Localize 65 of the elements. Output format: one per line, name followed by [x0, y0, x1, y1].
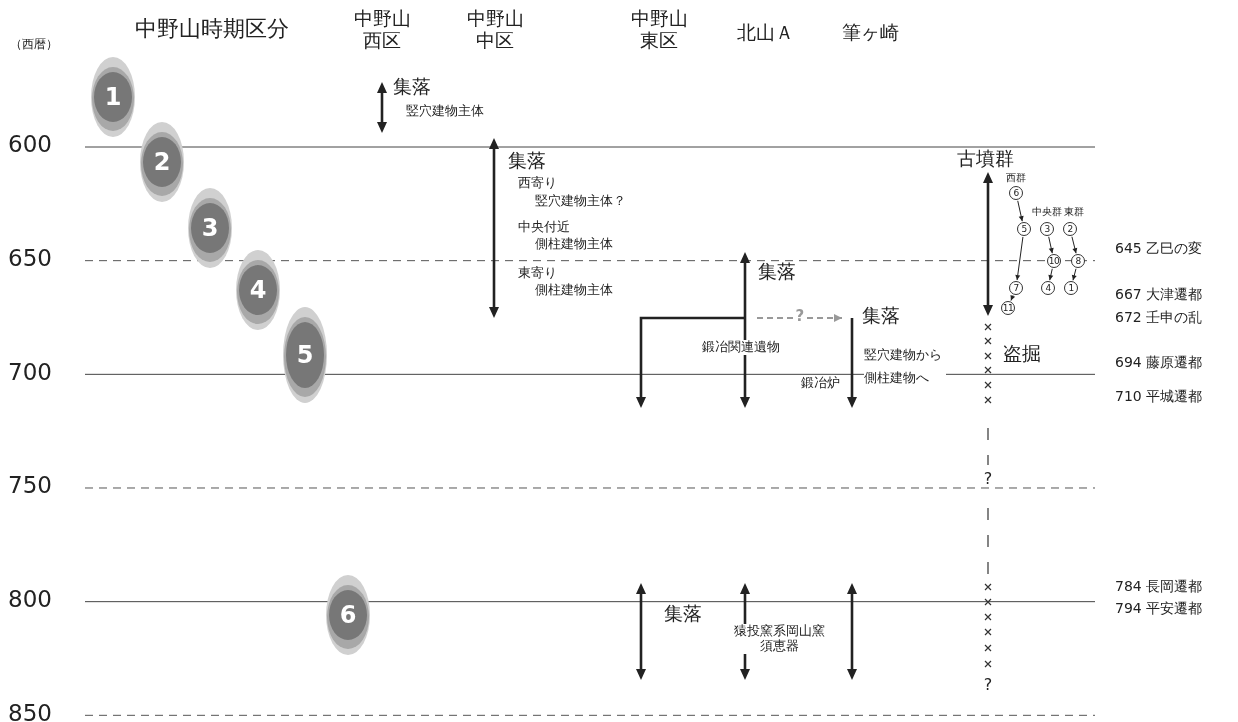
label-text: ? — [983, 470, 993, 489]
label-text: 中央付近 — [518, 220, 570, 235]
label-text: 東寄り — [518, 266, 557, 281]
circled-number: 6 — [1009, 186, 1023, 200]
label-text: （西暦） — [10, 38, 58, 52]
label-text: 650 — [8, 245, 52, 272]
label-text: 鍛冶炉 — [801, 376, 840, 391]
label-text: 側柱建物主体 — [535, 283, 613, 298]
label-text: ? — [983, 676, 993, 695]
label-text: 集落 — [758, 261, 796, 283]
label-text: 784 長岡遷都 — [1115, 578, 1203, 595]
circled-number: 4 — [1041, 281, 1055, 295]
label-text: 鍛冶関連遺物 — [702, 340, 780, 355]
arrow — [1010, 294, 1016, 302]
circled-number: 1 — [1064, 281, 1078, 295]
label-text: 西寄り — [518, 176, 557, 191]
period-ellipse: 1 — [91, 57, 135, 137]
label-text: 800 — [8, 586, 52, 613]
arrow — [1015, 236, 1024, 281]
label-text: 集落 — [508, 150, 546, 172]
label-text: 竪穴建物主体？ — [535, 194, 626, 209]
label-text: 750 — [8, 472, 52, 499]
label-text: 700 — [8, 359, 52, 386]
label-text: 盗掘 — [1003, 343, 1041, 365]
label-text: 672 壬申の乱 — [1115, 309, 1203, 326]
circled-number: 3 — [1040, 222, 1054, 236]
period-ellipse: 4 — [236, 250, 280, 330]
label-text: 集落 — [664, 603, 702, 625]
circled-number: 7 — [1009, 281, 1023, 295]
arrow — [1048, 236, 1054, 254]
circled-number: 10 — [1047, 254, 1061, 268]
label-text: 850 — [8, 700, 52, 722]
label-text: 中野山時期区分 — [135, 16, 289, 42]
period-ellipse: 5 — [283, 307, 327, 403]
label-text: 794 平安遷都 — [1115, 600, 1203, 617]
period-ellipse: 6 — [326, 575, 370, 655]
label-text: 中央群 — [1032, 206, 1062, 218]
arrow — [1071, 268, 1077, 281]
circled-number: 2 — [1063, 222, 1077, 236]
arrow — [1017, 200, 1024, 222]
arrow — [1048, 268, 1054, 281]
label-text: 710 平城遷都 — [1115, 388, 1203, 405]
label-text: 694 藤原遷都 — [1115, 354, 1203, 371]
label-text: 645 乙巳の変 — [1115, 240, 1203, 257]
label-text: 北山Ａ — [736, 22, 794, 44]
circled-number: 11 — [1001, 301, 1015, 315]
label-text: 東群 — [1064, 206, 1084, 218]
period-ellipse: 2 — [140, 122, 184, 202]
label-text: 古墳群 — [956, 148, 1014, 170]
label-text: 中野山東区 — [629, 8, 689, 52]
label-text: 600 — [8, 131, 52, 158]
circled-number: 5 — [1017, 222, 1031, 236]
label-text: 筆ヶ崎 — [841, 22, 899, 44]
label-text: 猿投窯系岡山窯須恵器 — [731, 624, 827, 654]
label-text: 側柱建物主体 — [535, 237, 613, 252]
dashed-arrow — [756, 314, 843, 322]
label-text: 667 大津遷都 — [1115, 286, 1203, 303]
period-ellipse: 3 — [188, 188, 232, 268]
label-text: 中野山西区 — [352, 8, 412, 52]
label-text: 竪穴建物主体 — [406, 104, 484, 119]
label-text: 集落 — [842, 305, 900, 327]
label-text: 集落 — [393, 76, 431, 98]
arrow — [1071, 236, 1078, 254]
circled-number: 8 — [1071, 254, 1085, 268]
label-text: 中野山中区 — [465, 8, 525, 52]
